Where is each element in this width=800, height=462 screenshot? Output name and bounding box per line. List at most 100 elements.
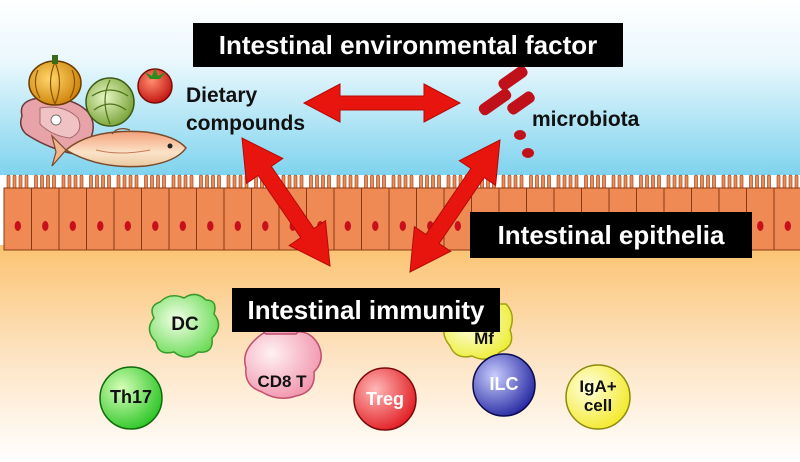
microvillus [162,174,166,190]
microvillus [651,174,655,190]
microvillus [596,174,600,190]
microvillus [144,174,148,190]
epithelial-cell [773,187,800,251]
microvillus [61,174,66,190]
microvillus [431,174,435,190]
microvillus [767,174,771,190]
microvillus [556,174,561,190]
microvillus [287,174,292,190]
microvillus [501,174,506,190]
microvillus [101,174,105,190]
microvillus [788,174,793,190]
epithelial-nucleus [124,221,131,231]
epithelial-cell [113,187,142,251]
microvillus [568,174,573,190]
microvillus [315,174,319,190]
th17-cell-shape [99,366,163,430]
epithelial-nucleus [399,221,406,231]
microvillus [189,174,194,190]
microvillus [584,174,588,190]
microvillus [700,174,704,190]
microvillus [52,174,56,190]
microvillus [776,174,781,190]
microvillus [645,174,649,190]
epithelial-cell [58,187,87,251]
microvillus [639,174,643,190]
epithelial-nucleus [344,221,351,231]
microvillus [107,174,111,190]
banner-epithelia: Intestinal epithelia [470,212,752,258]
microvillus [348,174,353,190]
microvillus [712,174,716,190]
microvillus [761,174,765,190]
microvillus [46,174,50,190]
mf-label: Mf [474,330,494,348]
epithelial-nucleus [179,221,186,231]
banner-immunity: Intestinal immunity [232,288,500,332]
microvillus [6,174,11,190]
microvillus [73,174,78,190]
microvillus [657,174,661,190]
microvillus [128,174,133,190]
microvillus [574,174,579,190]
epithelial-nucleus [152,221,159,231]
microvillus [18,174,23,190]
microvillus [382,174,386,190]
microvillus [217,174,221,190]
epithelial-cell [196,187,225,251]
microvillus [34,174,38,190]
microvillus [535,174,539,190]
microvillus [122,174,127,190]
microvillus [183,174,188,190]
microvillus [547,174,551,190]
microvillus [727,174,732,190]
arrow-diet-microbiota [302,83,462,123]
epithelial-nucleus [97,221,104,231]
dc-label: DC [171,314,199,335]
microvillus [590,174,594,190]
microvillus [629,174,634,190]
food-illustration [19,55,187,168]
epithelial-cell [141,187,170,251]
epithelial-cell [168,187,197,251]
treg-cell-shape [353,367,417,431]
microvillus [79,174,84,190]
microvillus [177,174,182,190]
epithelial-nucleus [454,221,461,231]
microvillus [391,174,396,190]
microvillus [397,174,402,190]
microvillus [309,174,313,190]
banner-environmental-factor: Intestinal environmental factor [193,23,623,67]
microvillus [376,174,380,190]
microvillus [211,174,215,190]
epithelial-cell [388,187,417,251]
epithelial-cell [333,187,362,251]
microvillus [602,174,606,190]
microvillus [342,174,347,190]
iga-label-line1: IgA+ [579,377,617,396]
tissue-background [0,245,800,462]
microvillus [89,174,93,190]
microvillus [370,174,374,190]
th17-label: Th17 [109,387,152,407]
ilc-cell-shape [472,353,536,417]
microvillus [321,174,325,190]
microvillus [134,174,139,190]
epithelial-nucleus [757,221,764,231]
microvillus [299,174,304,190]
microvillus [541,174,545,190]
microvillus [232,174,237,190]
microvillus [12,174,17,190]
dietary-label-line2: compounds [186,112,305,135]
microvillus [199,174,203,190]
microvillus [672,174,677,190]
epithelial-nucleus [262,221,269,231]
microvillus [684,174,689,190]
microvillus [611,174,616,190]
epithelial-cell [31,187,60,251]
microvillus [617,174,622,190]
treg-label: Treg [365,389,404,409]
epithelial-cell [223,187,252,251]
microvillus [678,174,683,190]
